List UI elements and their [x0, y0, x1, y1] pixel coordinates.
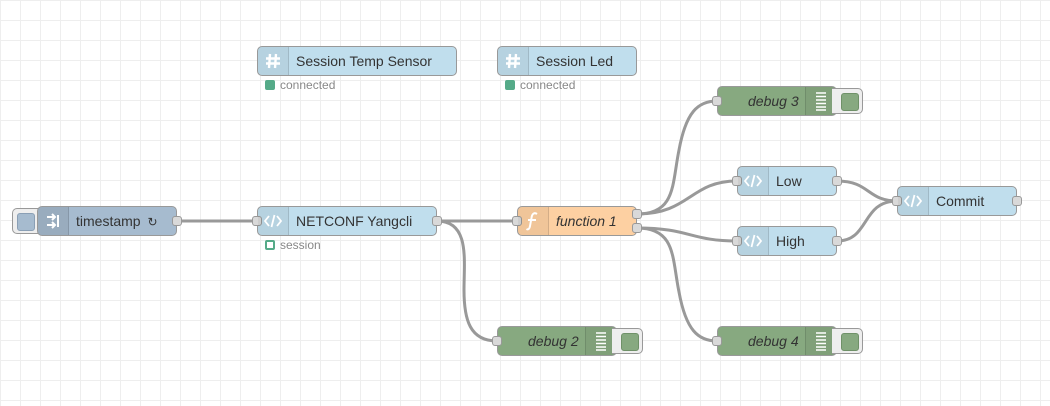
node-label: debug 3 — [748, 93, 799, 109]
input-port[interactable] — [732, 176, 742, 186]
repeat-icon: ↻ — [147, 215, 158, 229]
toggle-indicator — [841, 333, 859, 351]
input-port[interactable] — [712, 336, 722, 346]
code-icon — [738, 227, 769, 255]
wire-function-to-debug4[interactable] — [636, 226, 718, 343]
node-label: Session Led — [536, 53, 614, 69]
node-session-led[interactable]: Session Led — [497, 46, 637, 76]
code-icon — [738, 167, 769, 195]
debug-list-icon — [805, 87, 836, 115]
input-port[interactable] — [492, 336, 502, 346]
status-session-temp-sensor: connected — [265, 78, 335, 92]
wire-function-to-low[interactable] — [636, 179, 738, 216]
toggle-indicator — [621, 333, 639, 351]
node-debug-3[interactable]: debug 3 — [712, 86, 837, 116]
input-port[interactable] — [712, 96, 722, 106]
inject-button-icon — [17, 213, 35, 231]
output-port[interactable] — [172, 216, 182, 226]
input-port[interactable] — [252, 216, 262, 226]
status-session-led: connected — [505, 78, 575, 92]
wire-netconf-to-debug2[interactable] — [436, 219, 498, 343]
toggle-indicator — [841, 93, 859, 111]
node-label: NETCONF Yangcli — [296, 213, 413, 229]
debug-3-toggle-button[interactable] — [832, 88, 863, 114]
output-port[interactable] — [832, 236, 842, 246]
node-label: High — [776, 233, 805, 249]
status-dot — [505, 80, 515, 90]
wire-function-to-debug3[interactable] — [636, 99, 718, 216]
node-netconf-yangcli[interactable]: NETCONF Yangcli — [252, 206, 442, 236]
code-icon — [898, 187, 929, 215]
node-high[interactable]: High — [732, 226, 842, 256]
node-label: function 1 — [556, 213, 617, 229]
output-port[interactable] — [1012, 196, 1022, 206]
output-port-1[interactable] — [632, 209, 642, 219]
timestamp-label-text: timestamp — [76, 213, 141, 229]
node-debug-2[interactable]: debug 2 — [492, 326, 617, 356]
node-debug-4[interactable]: debug 4 — [712, 326, 837, 356]
node-session-temp-sensor[interactable]: Session Temp Sensor — [257, 46, 457, 76]
debug-4-toggle-button[interactable] — [832, 328, 863, 354]
status-text: connected — [520, 78, 576, 92]
input-port[interactable] — [512, 216, 522, 226]
node-commit[interactable]: Commit — [892, 186, 1022, 216]
output-port[interactable] — [832, 176, 842, 186]
output-port-2[interactable] — [632, 223, 642, 233]
debug-list-icon — [585, 327, 616, 355]
output-port[interactable] — [432, 216, 442, 226]
wire-high-to-commit[interactable] — [836, 199, 898, 243]
node-label: Session Temp Sensor — [296, 53, 432, 69]
inject-arrow-icon — [38, 207, 69, 235]
node-label: Commit — [936, 193, 985, 209]
status-text: session — [280, 238, 321, 252]
node-label: Low — [776, 173, 802, 189]
code-icon — [258, 207, 289, 235]
node-timestamp[interactable]: timestamp ↻ — [37, 206, 182, 236]
hash-icon — [258, 47, 289, 75]
status-dot — [265, 240, 275, 250]
node-label: debug 2 — [528, 333, 579, 349]
wire-function-to-high[interactable] — [636, 226, 738, 243]
function-icon — [518, 207, 549, 235]
input-port[interactable] — [892, 196, 902, 206]
status-netconf-yangcli: session — [265, 238, 321, 252]
node-low[interactable]: Low — [732, 166, 842, 196]
node-function-1[interactable]: function 1 — [512, 206, 642, 236]
wire-low-to-commit[interactable] — [836, 179, 898, 203]
input-port[interactable] — [732, 236, 742, 246]
hash-icon — [498, 47, 529, 75]
debug-2-toggle-button[interactable] — [612, 328, 643, 354]
status-dot — [265, 80, 275, 90]
node-label: timestamp ↻ — [76, 207, 158, 235]
status-text: connected — [280, 78, 336, 92]
node-label: debug 4 — [748, 333, 799, 349]
debug-list-icon — [805, 327, 836, 355]
